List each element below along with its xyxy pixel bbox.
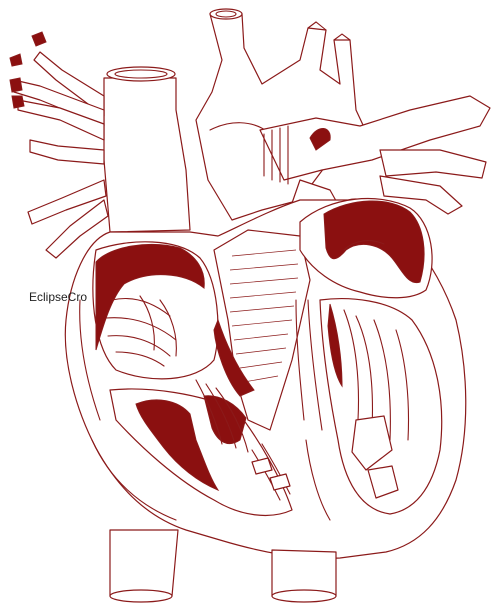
descending-aorta [272,550,336,602]
watermark-text: EclipseCro [29,290,87,304]
right-atrium [93,242,218,379]
superior-vena-cava [14,52,190,258]
aorta [196,9,370,220]
inferior-vena-cava [110,530,178,602]
